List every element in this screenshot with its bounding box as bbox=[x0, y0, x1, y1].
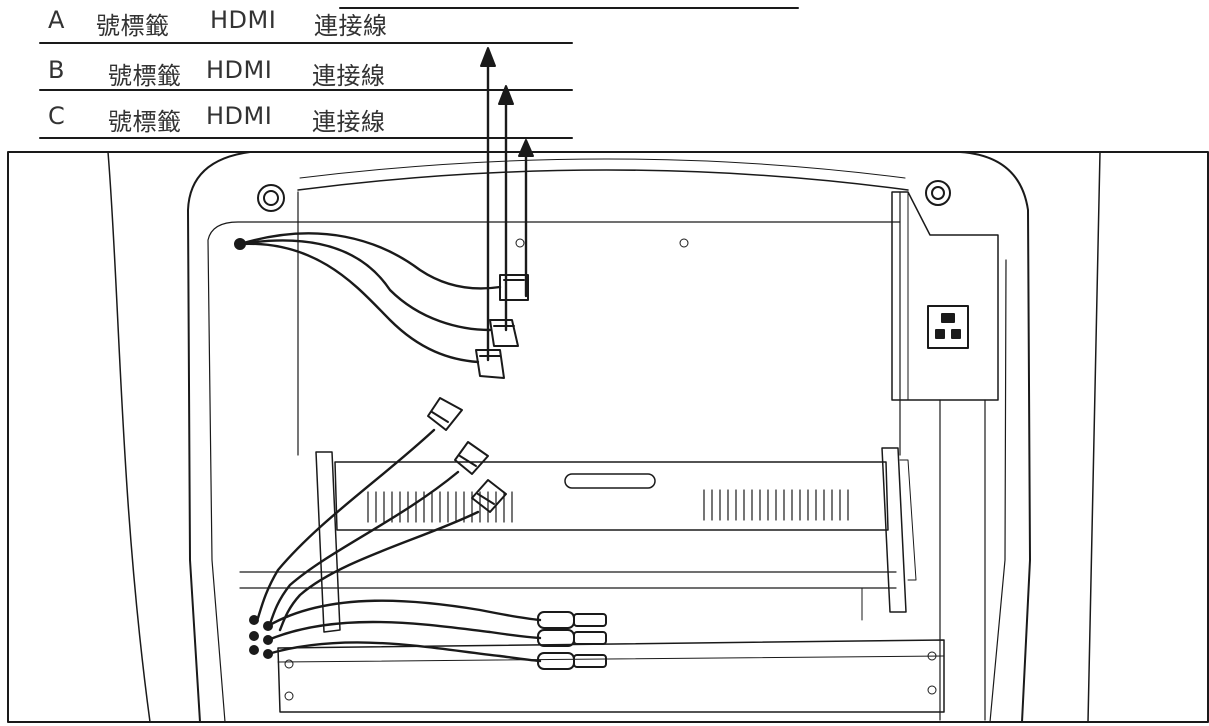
power-box-support bbox=[939, 399, 986, 721]
top-bezel bbox=[297, 169, 909, 191]
top-bezel-inner bbox=[299, 158, 906, 179]
screw-2 bbox=[679, 238, 689, 248]
right-bracket bbox=[881, 447, 907, 613]
label-b-tag: 號標籤 bbox=[108, 62, 182, 90]
lower-rail bbox=[339, 587, 863, 621]
rear-plate-slot bbox=[564, 473, 656, 489]
screw-1 bbox=[515, 238, 525, 248]
cabinet-shell bbox=[187, 151, 1031, 723]
label-a-type: HDMI bbox=[210, 6, 277, 34]
tray-screw-1 bbox=[284, 659, 294, 669]
rear-plate bbox=[334, 461, 889, 531]
right-knob-inner bbox=[931, 186, 945, 200]
power-cables-bottom bbox=[266, 599, 542, 663]
arrow-b-head bbox=[498, 85, 514, 105]
power-outlet-top-pin bbox=[941, 313, 955, 323]
vent-left bbox=[367, 491, 513, 523]
label-b-letter: B bbox=[48, 56, 65, 84]
back-panel bbox=[297, 191, 901, 456]
power-outlet-left-pin bbox=[935, 329, 945, 339]
left-knob bbox=[257, 184, 285, 212]
label-c-tag: 號標籤 bbox=[108, 108, 182, 136]
hdmi-cables-lower bbox=[256, 428, 480, 632]
right-knob bbox=[925, 180, 951, 206]
bottom-tray-lip bbox=[277, 655, 945, 663]
hdmi-connectors-top bbox=[475, 274, 529, 379]
cabinet-inner-rim bbox=[207, 221, 1007, 723]
left-knob-inner bbox=[263, 190, 279, 206]
tray-screw-4 bbox=[927, 685, 937, 695]
tray-screw-3 bbox=[284, 691, 294, 701]
label-arrows bbox=[486, 60, 528, 362]
power-plugs bbox=[537, 611, 607, 670]
hdmi-connectors-lower bbox=[427, 397, 507, 513]
arrow-c-head bbox=[518, 139, 534, 157]
tray-screw-2 bbox=[927, 651, 937, 661]
label-a-tag: 號標籤 bbox=[96, 12, 170, 40]
power-outlet bbox=[927, 305, 969, 349]
label-a-letter: A bbox=[48, 6, 65, 34]
cable-anchors-bottom bbox=[249, 615, 273, 659]
label-a-desc: 連接線 bbox=[314, 12, 388, 40]
left-side-panel bbox=[107, 151, 151, 723]
label-c-type: HDMI bbox=[206, 102, 273, 130]
right-side-panel bbox=[1087, 151, 1101, 723]
label-c-letter: C bbox=[48, 102, 66, 130]
label-b-desc: 連接線 bbox=[312, 62, 386, 90]
arrow-a-head bbox=[480, 47, 496, 67]
bottom-tray bbox=[277, 639, 945, 713]
label-c-desc: 連接線 bbox=[312, 108, 386, 136]
hdmi-cables-top bbox=[238, 232, 502, 364]
vent-right bbox=[703, 489, 849, 521]
power-outlet-right-pin bbox=[951, 329, 961, 339]
label-b-type: HDMI bbox=[206, 56, 273, 84]
right-bracket-2 bbox=[899, 459, 917, 581]
